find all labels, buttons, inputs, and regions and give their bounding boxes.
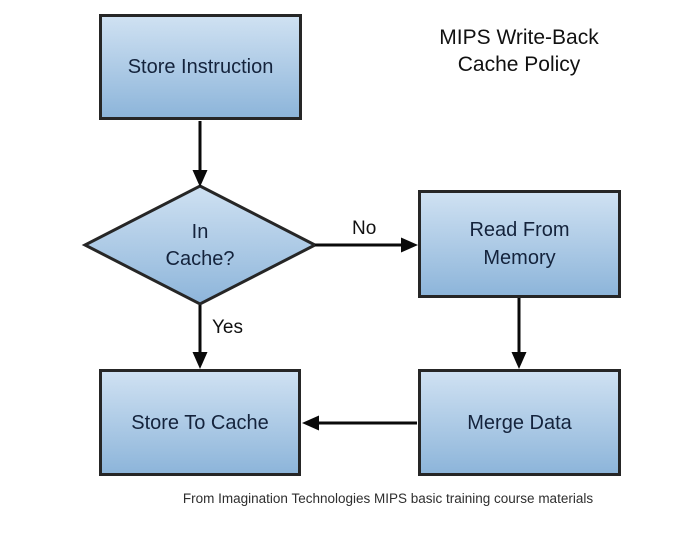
node-merge-data-label: Merge Data xyxy=(467,411,572,434)
edge-label-no: No xyxy=(352,218,377,239)
node-read-from-memory-label-line2: Memory xyxy=(483,247,556,269)
node-store-to-cache-label: Store To Cache xyxy=(131,411,269,434)
node-in-cache-label-line1: In xyxy=(191,221,209,243)
node-read-from-memory: Read From Memory xyxy=(418,190,621,298)
node-in-cache-label: In Cache? xyxy=(150,219,250,273)
node-merge-data: Merge Data xyxy=(418,369,621,476)
decision-diamond-in-cache xyxy=(81,184,319,306)
diagram-title: MIPS Write-Back Cache Policy xyxy=(405,24,633,78)
arrowhead-down-into-diamond xyxy=(192,170,208,187)
diagram-title-line1: MIPS Write-Back xyxy=(439,26,599,49)
arrowhead-down-into-merge-data xyxy=(511,352,527,369)
edge-label-yes: Yes xyxy=(212,317,243,338)
diagram-title-line2: Cache Policy xyxy=(457,53,581,76)
node-read-from-memory-label-line1: Read From xyxy=(469,219,570,241)
node-store-instruction: Store Instruction xyxy=(99,14,302,120)
arrowhead-right-into-read-from-memory xyxy=(401,237,418,253)
source-caption: From Imagination Technologies MIPS basic… xyxy=(182,491,594,506)
node-in-cache-label-line2: Cache? xyxy=(165,248,235,270)
arrowhead-left-into-store-to-cache xyxy=(302,415,319,431)
arrowhead-down-into-store-to-cache xyxy=(192,352,208,369)
node-store-to-cache: Store To Cache xyxy=(99,369,301,476)
node-store-instruction-label: Store Instruction xyxy=(127,56,274,78)
